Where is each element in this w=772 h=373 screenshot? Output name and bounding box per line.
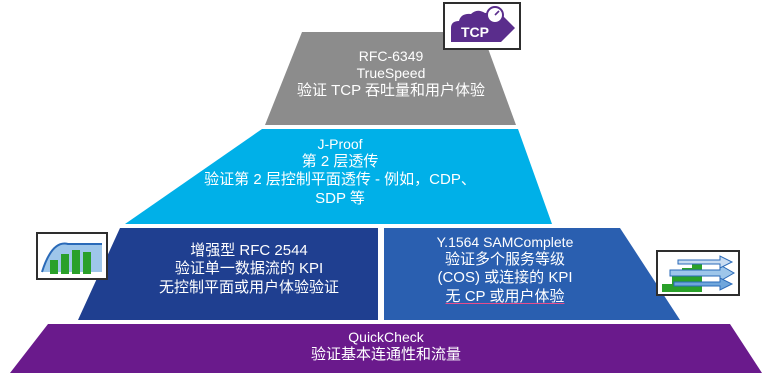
rfc2544-line-2: 验证单一数据流的 KPI xyxy=(174,260,324,278)
y1564-line-3: (COS) 或连接的 KPI xyxy=(437,269,573,287)
jproof-line-3: 验证第 2 层控制平面透传 - 例如，CDP、 xyxy=(204,171,476,189)
jproof-label: J-Proof 第 2 层透传 验证第 2 层控制平面透传 - 例如，CDP、 … xyxy=(130,136,550,208)
rfc2544-line-3: 无控制平面或用户体验验证 xyxy=(158,278,339,296)
tier-quickcheck xyxy=(10,324,762,373)
tcp-badge-text: TCP xyxy=(461,24,489,40)
tier-y1564 xyxy=(384,228,680,320)
rfc2544-line-1: 增强型 RFC 2544 xyxy=(190,242,308,259)
staircase-arrows-icon xyxy=(656,250,740,296)
tcp-speed-badge-icon: TCP xyxy=(443,2,521,50)
bar-chart-icon xyxy=(36,232,108,280)
tier-rfc2544 xyxy=(78,228,378,320)
jproof-line-1: J-Proof xyxy=(317,136,363,152)
jproof-line-4: SDP 等 xyxy=(315,189,365,207)
tier-jproof xyxy=(125,129,552,224)
rfc2544-label: 增强型 RFC 2544 验证单一数据流的 KPI 无控制平面或用户体验验证 xyxy=(120,242,378,297)
tier-truespeed xyxy=(265,32,516,125)
quickcheck-line-1: QuickCheck xyxy=(348,329,424,345)
quickcheck-line-2: 验证基本连通性和流量 xyxy=(310,346,461,364)
truespeed-line-2: TrueSpeed xyxy=(356,65,426,82)
y1564-line-1: Y.1564 SAMComplete xyxy=(436,234,574,250)
y1564-line-2: 验证多个服务等级 xyxy=(444,251,565,269)
quickcheck-label: QuickCheck 验证基本连通性和流量 xyxy=(10,329,762,364)
truespeed-line-1: RFC-6349 xyxy=(358,48,424,64)
y1564-label: Y.1564 SAMComplete 验证多个服务等级 (COS) 或连接的 K… xyxy=(390,234,620,306)
truespeed-label: RFC-6349 TrueSpeed 验证 TCP 吞吐量和用户体验 xyxy=(265,48,517,100)
truespeed-line-3: 验证 TCP 吞吐量和用户体验 xyxy=(296,82,486,100)
y1564-line-4: 无 CP 或用户体验 xyxy=(445,287,565,305)
jproof-line-2: 第 2 层透传 xyxy=(301,153,379,171)
